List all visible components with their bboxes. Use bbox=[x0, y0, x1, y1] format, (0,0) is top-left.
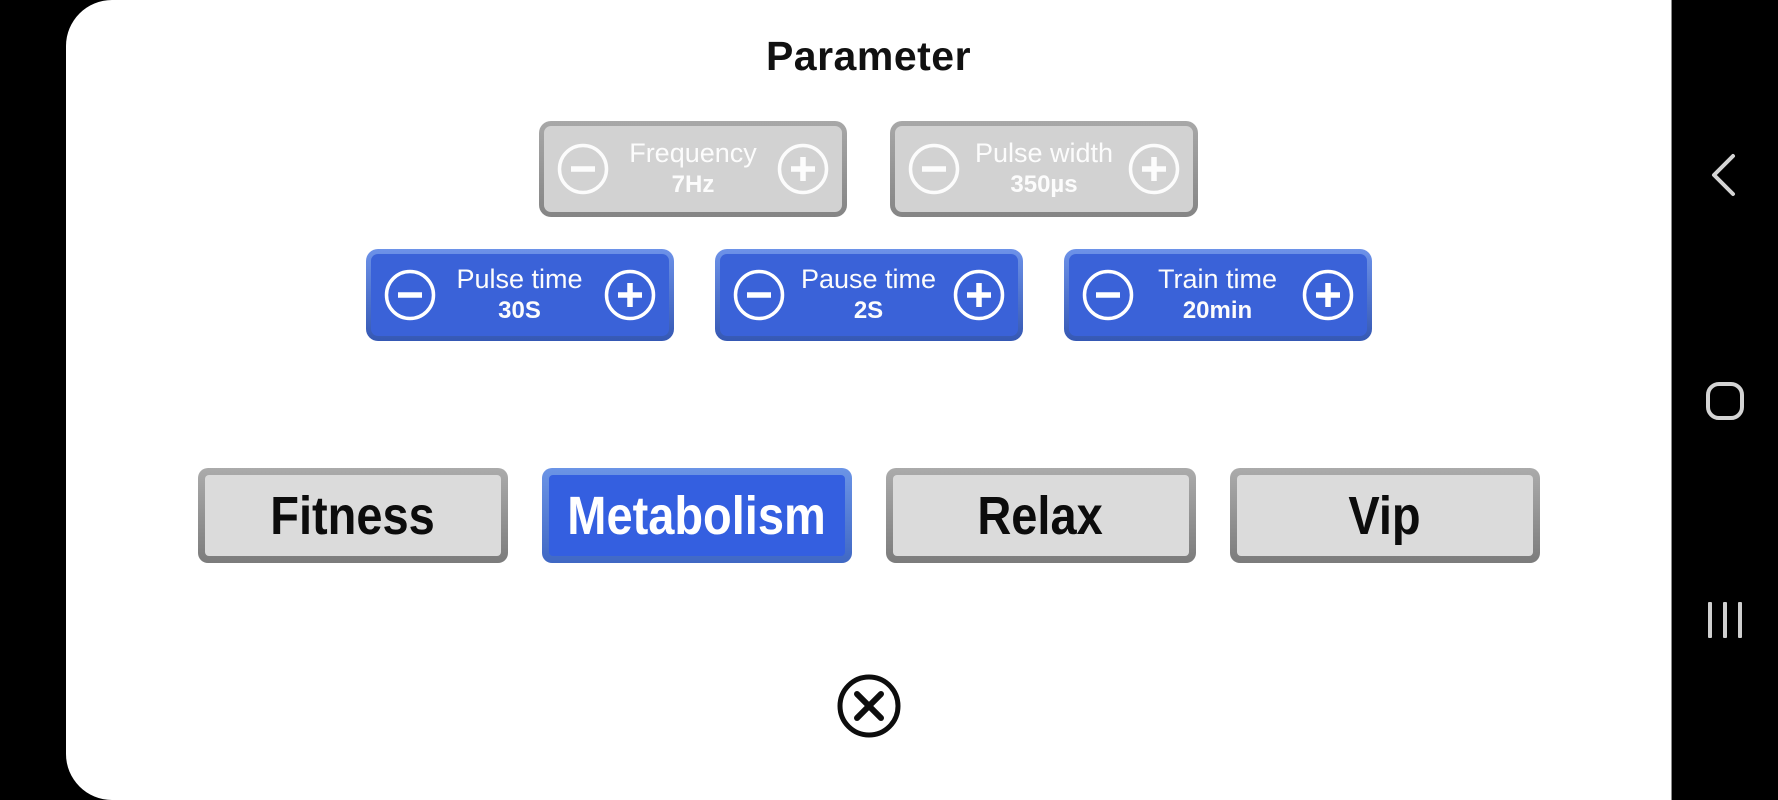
pulse-width-control: Pulse width 350µs bbox=[890, 121, 1198, 217]
mode-button-relax[interactable]: Relax bbox=[885, 468, 1196, 563]
pulse-width-decrease-button bbox=[908, 143, 960, 195]
back-icon bbox=[1712, 154, 1735, 196]
pause-time-control: Pause time 2S bbox=[714, 249, 1023, 341]
home-button[interactable] bbox=[1701, 377, 1749, 425]
train-time-decrease-button[interactable] bbox=[1082, 269, 1134, 321]
plus-icon bbox=[953, 269, 1004, 321]
home-icon bbox=[1706, 382, 1744, 420]
train-time-increase-button[interactable] bbox=[1302, 269, 1354, 321]
plus-icon bbox=[777, 143, 829, 195]
plus-icon bbox=[604, 269, 655, 321]
pulse-width-text: Pulse width 350µs bbox=[960, 139, 1128, 198]
pause-time-label: Pause time bbox=[800, 264, 937, 295]
pulse-width-value: 350µs bbox=[1010, 171, 1078, 199]
minus-icon bbox=[733, 269, 784, 321]
plus-icon bbox=[1128, 143, 1180, 195]
minus-icon bbox=[908, 143, 960, 195]
pulse-time-value: 30S bbox=[498, 297, 541, 325]
pulse-time-control-inner: Pulse time 30S bbox=[370, 254, 669, 336]
app-window: Parameter Frequency 7Hz bbox=[66, 0, 1672, 800]
frequency-control: Frequency 7Hz bbox=[539, 121, 847, 217]
frequency-control-inner: Frequency 7Hz bbox=[544, 126, 842, 212]
frequency-text: Frequency 7Hz bbox=[609, 139, 777, 198]
close-icon bbox=[837, 674, 900, 738]
recents-button[interactable] bbox=[1701, 600, 1749, 640]
frequency-label: Frequency bbox=[629, 138, 757, 169]
page-title: Parameter bbox=[765, 33, 972, 79]
minus-icon bbox=[384, 269, 435, 321]
pulse-time-decrease-button[interactable] bbox=[384, 269, 436, 321]
back-button[interactable] bbox=[1701, 151, 1749, 199]
train-time-value: 20min bbox=[1182, 297, 1253, 325]
pulse-width-label: Pulse width bbox=[974, 138, 1114, 169]
minus-icon bbox=[1082, 269, 1133, 321]
parameter-row-disabled: Frequency 7Hz bbox=[66, 121, 1671, 217]
frequency-decrease-button bbox=[557, 143, 609, 195]
frequency-increase-button bbox=[777, 143, 829, 195]
mode-label: Relax bbox=[977, 485, 1104, 546]
train-time-control: Train time 20min bbox=[1063, 249, 1372, 341]
pulse-time-text: Pulse time 30S bbox=[436, 265, 604, 324]
train-time-control-inner: Train time 20min bbox=[1068, 254, 1367, 336]
mode-button-vip[interactable]: Vip bbox=[1229, 468, 1540, 563]
mode-selector-row: Fitness Metabolism Relax Vip bbox=[66, 468, 1671, 563]
mode-button-metabolism-inner: Metabolism bbox=[548, 475, 845, 556]
pulse-time-label: Pulse time bbox=[456, 264, 583, 295]
mode-button-metabolism[interactable]: Metabolism bbox=[541, 468, 852, 563]
pulse-time-increase-button[interactable] bbox=[604, 269, 656, 321]
pause-time-increase-button[interactable] bbox=[953, 269, 1005, 321]
mode-label: Fitness bbox=[270, 485, 435, 546]
frequency-value: 7Hz bbox=[671, 171, 715, 199]
mode-label: Vip bbox=[1348, 485, 1421, 546]
recents-icon bbox=[1708, 602, 1742, 638]
android-navbar bbox=[1672, 0, 1778, 800]
pause-time-value: 2S bbox=[853, 297, 884, 325]
pause-time-text: Pause time 2S bbox=[785, 265, 953, 324]
close-button[interactable] bbox=[835, 672, 903, 740]
pulse-width-control-inner: Pulse width 350µs bbox=[895, 126, 1193, 212]
train-time-text: Train time 20min bbox=[1134, 265, 1302, 324]
plus-icon bbox=[1302, 269, 1353, 321]
mode-button-fitness[interactable]: Fitness bbox=[197, 468, 508, 563]
mode-label: Metabolism bbox=[567, 485, 826, 546]
minus-icon bbox=[557, 143, 609, 195]
pulse-width-increase-button bbox=[1128, 143, 1180, 195]
mode-button-relax-inner: Relax bbox=[892, 475, 1189, 556]
train-time-label: Train time bbox=[1157, 264, 1278, 295]
pulse-time-control: Pulse time 30S bbox=[365, 249, 674, 341]
pause-time-decrease-button[interactable] bbox=[733, 269, 785, 321]
pause-time-control-inner: Pause time 2S bbox=[719, 254, 1018, 336]
mode-button-fitness-inner: Fitness bbox=[204, 475, 501, 556]
parameter-row-active: Pulse time 30S bbox=[66, 249, 1671, 341]
mode-button-vip-inner: Vip bbox=[1236, 475, 1533, 556]
